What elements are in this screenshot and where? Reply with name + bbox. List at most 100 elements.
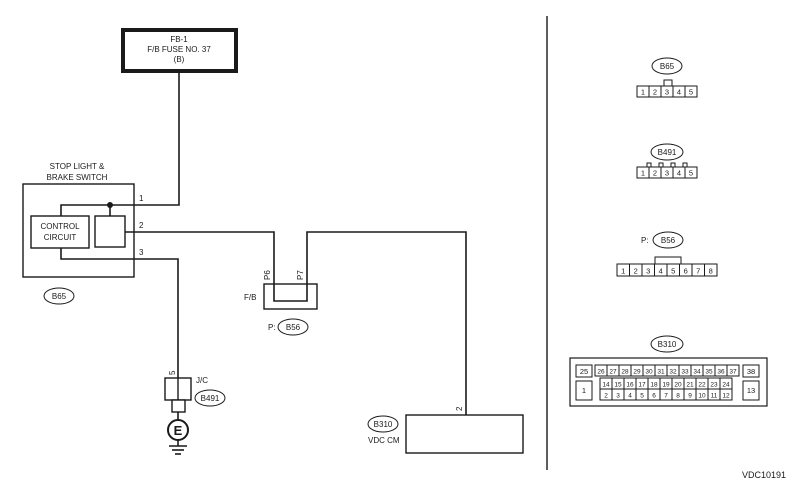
b310-cell-right-bottom-box (742, 380, 760, 401)
b310-cell-left-bottom: 1 (582, 386, 586, 395)
b310-row1-pin: 26 (597, 369, 605, 376)
diagram-code: VDC10191 (742, 470, 786, 480)
switch-title-line2: BRAKE SWITCH (47, 173, 108, 182)
switch-connector-badge (43, 287, 75, 305)
ground-circle (167, 419, 189, 441)
vdc-connector-label: B310 (374, 420, 393, 429)
b56-pin: 4 (659, 267, 663, 276)
b310-cell-right-bottom: 13 (747, 386, 755, 395)
b56-pin: 8 (709, 267, 713, 276)
jc-tab (171, 399, 186, 413)
b310-row2-pin: 19 (662, 382, 670, 389)
b310-row1-pin: 36 (717, 369, 725, 376)
b310-row2-pin: 20 (674, 382, 682, 389)
switch-pin-2: 2 (139, 221, 144, 230)
switch-pin-3: 3 (139, 248, 144, 257)
b491-label: B491 (658, 148, 677, 157)
b491-tab (670, 162, 676, 168)
b56-pin: 7 (696, 267, 700, 276)
b310-row3-pin: 10 (698, 393, 706, 400)
b65-pin: 1 (641, 88, 645, 97)
b310-row3-pin: 4 (628, 393, 632, 400)
b310-row1-pin: 28 (621, 369, 629, 376)
switch-pin-1: 1 (139, 194, 144, 203)
b56-latch (654, 256, 682, 265)
b310-row3-pin: 7 (664, 393, 668, 400)
jc-connector-label: B491 (201, 394, 220, 403)
b65-latch (663, 79, 673, 87)
fuse-line1: FB-1 (170, 35, 188, 44)
fb-pin-p7: P7 (296, 270, 305, 280)
b310-row3-cell-box (719, 388, 733, 401)
b310-row3-pin: 3 (616, 393, 620, 400)
b491-pin: 4 (677, 169, 681, 178)
vdc-control-module: 2 B310 VDC CM (367, 406, 524, 454)
b56-pin: 3 (646, 267, 650, 276)
jc-label: J/C (196, 376, 208, 385)
b491-cell-box (684, 166, 698, 179)
switch-housing (22, 183, 135, 278)
fuse-block: FB-1 F/B FUSE NO. 37 (B) (121, 28, 238, 73)
fb-connector: F/B P6 P7 P: B56 (244, 270, 318, 336)
stop-light-brake-switch: STOP LIGHT & BRAKE SWITCH CONTROL CIRCUI… (22, 162, 144, 305)
b310-row3-pin: 9 (688, 393, 692, 400)
b491-tab (658, 162, 664, 168)
wire-fuse-to-pin1 (134, 71, 180, 206)
fb-connector-label: B56 (286, 323, 301, 332)
b56-prefix: P: (641, 236, 649, 245)
fb-pin-p6: P6 (263, 270, 272, 280)
b491-pin: 1 (641, 169, 645, 178)
fb-label: F/B (244, 293, 256, 302)
b310-row1-pin: 34 (693, 369, 701, 376)
switch-title-line1: STOP LIGHT & (50, 162, 105, 171)
b491-pin: 3 (665, 169, 669, 178)
fb-prefix: P: (268, 323, 276, 332)
b310-row1-pin: 29 (633, 369, 641, 376)
b65-badge (651, 57, 683, 75)
vdc-box (405, 414, 524, 454)
b56-pin: 1 (621, 267, 625, 276)
b65-pin: 2 (653, 88, 657, 97)
b310-row3-pin: 2 (604, 393, 608, 400)
b310-cell-left-bottom-box (575, 380, 593, 401)
b310-cell-left-top-box (575, 364, 593, 378)
b310-row2-pin: 23 (710, 382, 718, 389)
b491-badge (650, 143, 684, 161)
b491-tab (646, 162, 652, 168)
b310-row3-pin: 11 (711, 393, 718, 400)
vdc-connector-badge (367, 415, 399, 433)
b310-row1-pin: 31 (657, 369, 665, 376)
b310-row2-pin: 15 (614, 382, 622, 389)
b310-row2-pin: 16 (626, 382, 634, 389)
b310-row1-pin: 33 (681, 369, 689, 376)
b310-row2-pin: 24 (722, 382, 730, 389)
b310-cell-left-top: 25 (580, 367, 588, 376)
b65-pin: 3 (665, 88, 669, 97)
wire-pin1-to-control (60, 204, 134, 216)
b310-row2-pin: 22 (698, 382, 706, 389)
jc-pin: 5 (168, 370, 177, 375)
b56-pin: 6 (684, 267, 688, 276)
switch-connector-label: B65 (52, 292, 67, 301)
b56-label: B56 (661, 236, 676, 245)
fuse-line3: (B) (174, 55, 185, 64)
b491-pin: 2 (653, 169, 657, 178)
b310-row3-pin: 6 (652, 393, 656, 400)
wire-pin3-to-jc (60, 248, 179, 378)
b310-row1-pin: 35 (705, 369, 713, 376)
b310-cell-right-top-box (742, 364, 760, 378)
b56-cell-box (704, 263, 718, 277)
fb-connector-badge (277, 318, 309, 336)
junction-dot (107, 202, 113, 208)
wire-p7-to-vdc (306, 231, 467, 415)
switch-contact-box (94, 215, 126, 248)
wires (60, 71, 467, 446)
